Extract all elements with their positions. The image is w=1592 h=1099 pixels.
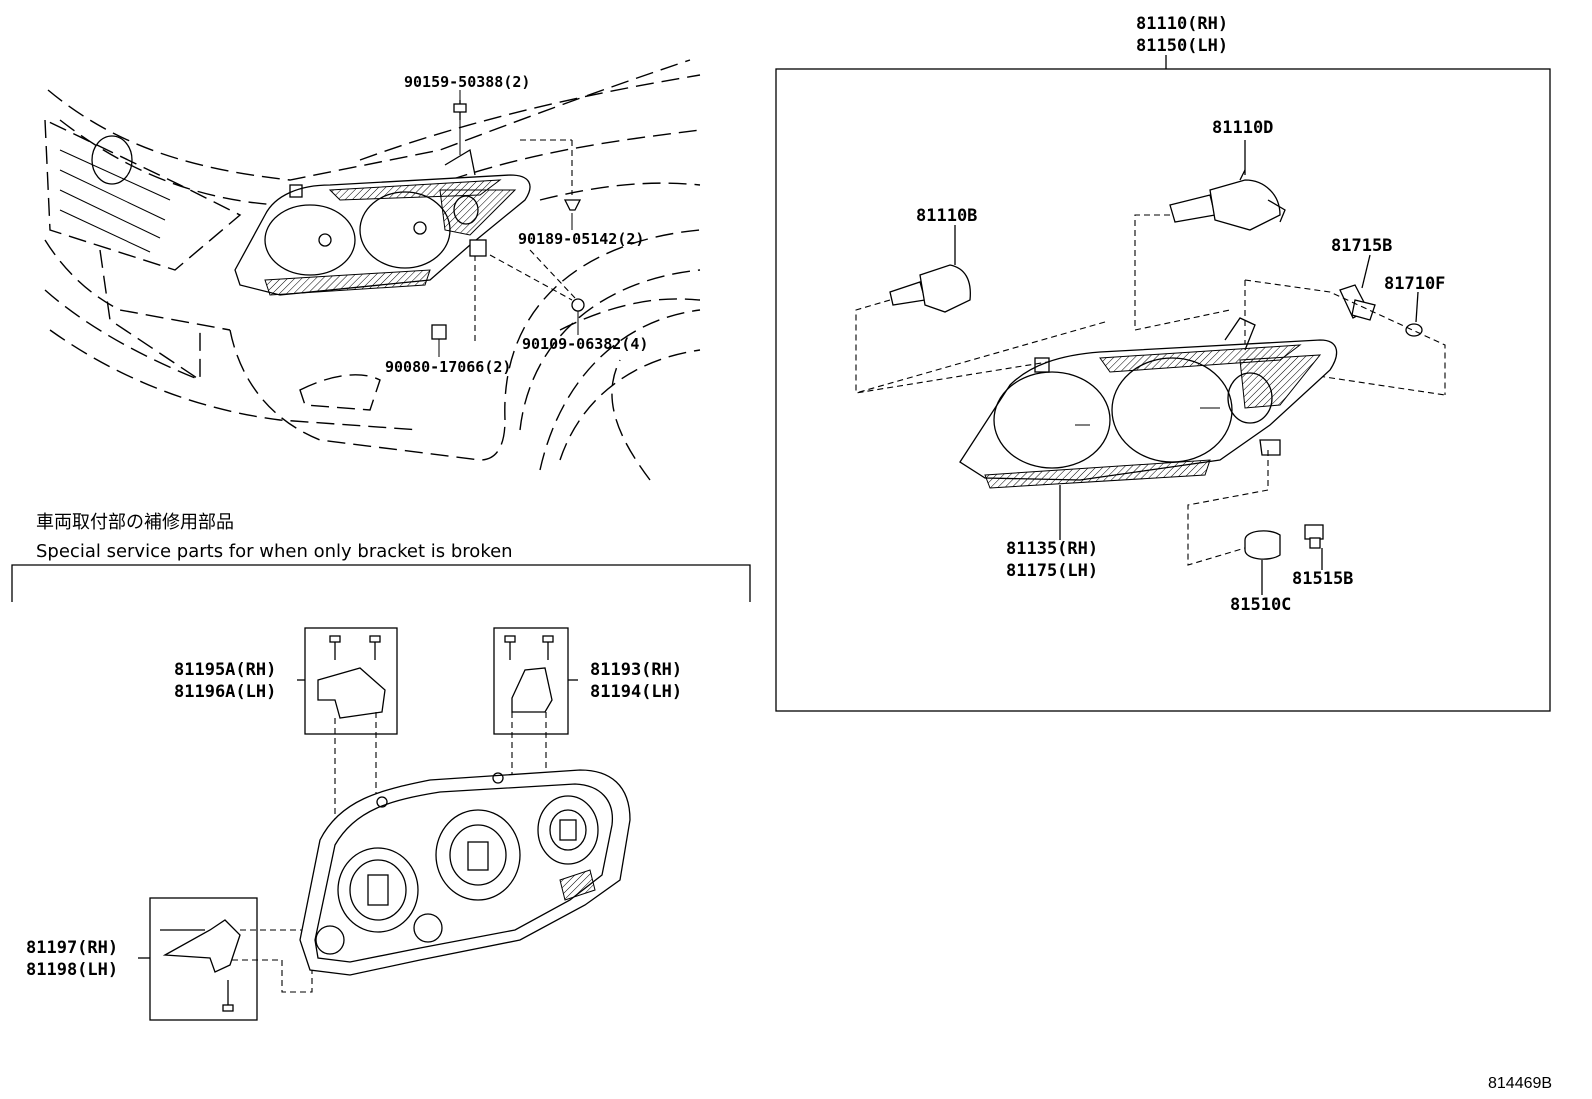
- label-81110d: 81110D: [1212, 118, 1273, 138]
- label-81175-lh: 81175(LH): [1006, 561, 1098, 581]
- clip-90189: [520, 139, 582, 211]
- assembly-title-rh: 81110(RH): [1136, 14, 1228, 34]
- assembly-title-lh: 81150(LH): [1136, 36, 1228, 56]
- label-81195a-rh: 81195A(RH): [174, 660, 276, 680]
- bracket-kit-81193: [493, 627, 578, 790]
- label-81110b: 81110B: [916, 206, 977, 226]
- socket-81515b: [1304, 524, 1324, 570]
- overview-headlamp: [234, 148, 531, 296]
- callout-90189-05142: 90189-05142(2): [518, 230, 644, 248]
- vehicle-overview: 90159-50388(2) 90189-05142(2) 90109-0638…: [44, 59, 701, 481]
- screw-90109: [489, 249, 585, 312]
- label-81515b: 81515B: [1292, 569, 1353, 589]
- callout-90159-50388: 90159-50388(2): [404, 73, 530, 91]
- nut-90080: [431, 239, 487, 345]
- service-parts-section: 車両取付部の補修用部品 Special service parts for wh…: [11, 512, 751, 1021]
- headlamp-assembly-section: 81110(RH) 81150(LH): [775, 14, 1551, 712]
- callout-90080-17066: 90080-17066(2): [385, 358, 511, 376]
- socket-81715b: [1339, 254, 1376, 321]
- label-81135-rh: 81135(RH): [1006, 539, 1098, 559]
- assembly-frame: [775, 68, 1551, 712]
- headlamp-assembly-drawing: [959, 317, 1338, 540]
- label-81510c: 81510C: [1230, 595, 1291, 615]
- label-81196a-lh: 81196A(LH): [174, 682, 276, 702]
- label-81198-lh: 81198(LH): [26, 960, 118, 980]
- diagram-id: 814469B: [1488, 1075, 1552, 1092]
- headlamp-rear-view: [299, 769, 631, 976]
- service-title-en: Special service parts for when only brac…: [36, 541, 513, 562]
- bulb-81510c: [1187, 450, 1281, 595]
- label-81715b: 81715B: [1331, 236, 1392, 256]
- bracket-kit-81197: [138, 897, 313, 1021]
- label-81193-rh: 81193(RH): [590, 660, 682, 680]
- bulb-81110b: [855, 225, 1106, 394]
- label-81194-lh: 81194(LH): [590, 682, 682, 702]
- bolt-90159: [453, 100, 467, 155]
- label-81710f: 81710F: [1384, 274, 1445, 294]
- bulb-81110d: [1134, 140, 1286, 331]
- service-title-jp: 車両取付部の補修用部品: [36, 512, 234, 533]
- label-81197-rh: 81197(RH): [26, 938, 118, 958]
- callout-90109-06382: 90109-06382(4): [522, 335, 648, 353]
- grille: [44, 118, 242, 271]
